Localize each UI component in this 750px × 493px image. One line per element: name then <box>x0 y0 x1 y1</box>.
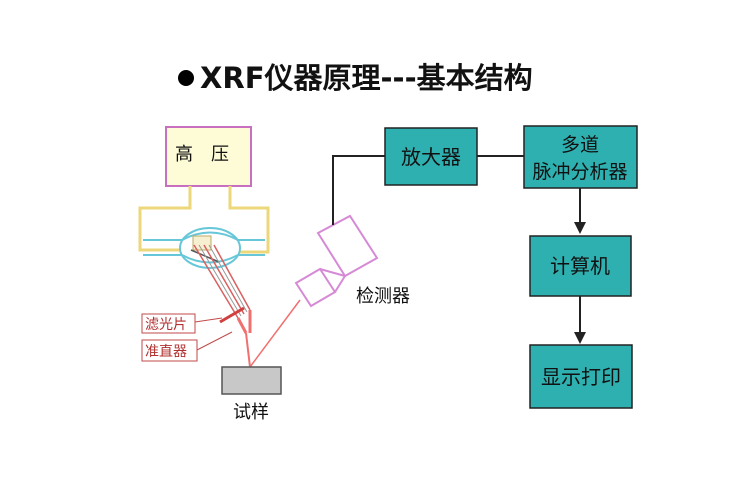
sample-label: 试样 <box>233 402 269 423</box>
filter-plate <box>219 306 245 324</box>
xray-tube <box>143 227 265 269</box>
computer-label: 计算机 <box>550 254 610 278</box>
filter-label: 滤光片 <box>145 317 187 333</box>
hv-wire-left <box>138 186 192 252</box>
filter-label-box <box>141 313 196 334</box>
high-voltage-label: 高 压 <box>175 144 229 165</box>
detector-label: 检测器 <box>356 286 410 307</box>
pulse-analyzer-label-line1: 多道 <box>561 134 599 156</box>
detector <box>294 214 379 308</box>
high-voltage-box <box>165 126 252 187</box>
hv-wire-right <box>228 186 270 254</box>
sample-block <box>221 366 282 395</box>
bullet-icon <box>178 70 194 86</box>
title-text: XRF仪器原理---基本结构 <box>200 61 533 95</box>
detector-to-amplifier-line <box>332 155 385 225</box>
arrowhead-icon <box>574 222 586 234</box>
primary-xray-beam <box>193 244 252 368</box>
page-title: XRF仪器原理---基本结构 <box>178 56 598 100</box>
fluorescence-beam <box>249 299 301 368</box>
arrowhead-icon <box>574 332 586 344</box>
computer-block <box>529 235 632 297</box>
amplifier-label: 放大器 <box>401 145 461 169</box>
display-print-label: 显示打印 <box>541 365 621 389</box>
pulse-analyzer-label-line2: 脉冲分析器 <box>532 161 627 183</box>
xrf-structure-diagram: 高 压 滤光片 准直器 试样 <box>138 125 638 423</box>
amplifier-block <box>384 127 478 186</box>
collimator-label-box <box>141 339 198 362</box>
collimator-leader <box>196 331 233 351</box>
collimator-label: 准直器 <box>145 343 187 360</box>
filter-leader <box>194 317 223 323</box>
display-print-block <box>529 344 633 409</box>
